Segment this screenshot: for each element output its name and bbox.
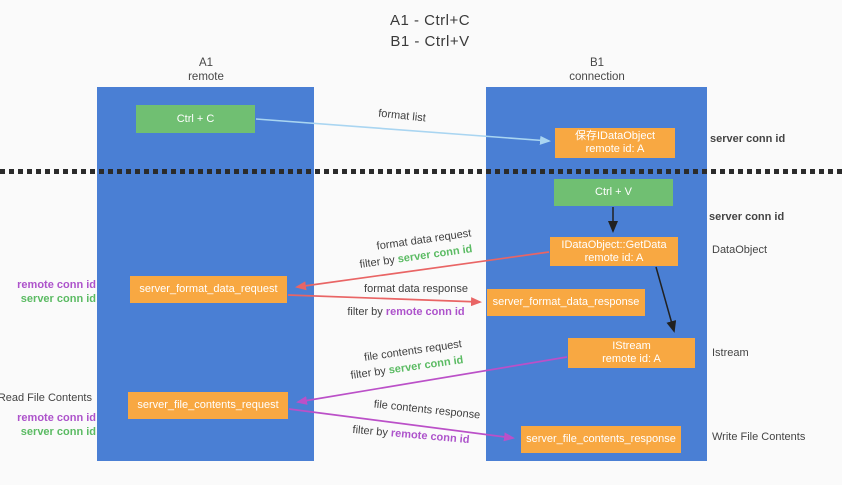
server-format-data-request-node: server_format_data_request xyxy=(130,276,287,303)
format-data-request-arrow xyxy=(295,251,550,291)
server-conn-id-label: server conn id xyxy=(20,425,96,438)
server-file-contents-request-node: server_file_contents_request xyxy=(128,392,288,419)
column-b-name: B1 xyxy=(589,57,605,69)
getdata-line2: remote id: A xyxy=(584,251,644,264)
dataobject-label: DataObject xyxy=(712,244,768,256)
diagram-title: A1 - Ctrl+C B1 - Ctrl+V xyxy=(390,10,470,52)
server-conn-id-label: server conn id xyxy=(20,292,96,305)
server-conn-id-right-label-2: server conn id xyxy=(709,211,785,223)
save-idataobject-node: 保存IDataObject remote id: A xyxy=(555,128,675,158)
save-idataobject-line1: 保存IDataObject xyxy=(574,130,656,142)
istream-side-label: Istream xyxy=(712,347,749,359)
file-contents-request-arrow xyxy=(296,356,568,405)
istream-node: IStream remote id: A xyxy=(568,338,695,368)
server-format-data-response-node: server_format_data_response xyxy=(487,289,645,316)
column-b-header: B1 connection xyxy=(569,56,625,84)
filter-by-text: filter by xyxy=(347,306,383,318)
getdata-to-istream-arrow xyxy=(655,266,677,333)
istream-line1: IStream xyxy=(612,340,651,352)
ctrl-c-node: Ctrl + C xyxy=(136,105,255,133)
write-file-contents-label: Write File Contents xyxy=(712,431,806,443)
istream-line2: remote id: A xyxy=(602,353,661,365)
conn-id-labels-left-2: remote conn id server conn id xyxy=(17,412,96,439)
file-contents-response-arrow xyxy=(288,408,515,442)
getdata-line1: IDataObject::GetData xyxy=(561,238,667,251)
column-b-subtitle: connection xyxy=(569,71,625,83)
ctrl-v-node: Ctrl + V xyxy=(554,179,673,206)
column-a-name: A1 xyxy=(198,57,214,69)
format-list-arrow xyxy=(255,118,551,145)
remote-conn-id-label: remote conn id xyxy=(17,279,96,291)
server-format-data-request-label: server_format_data_request xyxy=(139,283,278,295)
title-line-2: B1 - Ctrl+V xyxy=(390,33,470,50)
conn-id-labels-left-1: remote conn id server conn id xyxy=(17,279,96,306)
read-file-contents-label: Read File Contents xyxy=(0,392,92,404)
format-data-response-arrow xyxy=(287,294,482,307)
server-file-contents-response-label: server_file_contents_response xyxy=(526,433,676,445)
ctrl-c-label: Ctrl + C xyxy=(176,112,215,125)
title-line-1: A1 - Ctrl+C xyxy=(389,12,471,29)
server-conn-id-right-label-1: server conn id xyxy=(710,133,786,145)
server-file-contents-request-label: server_file_contents_request xyxy=(137,399,279,411)
server-file-contents-response-node: server_file_contents_response xyxy=(521,426,681,453)
server-format-data-response-label: server_format_data_response xyxy=(492,296,640,308)
idataobject-getdata-node: IDataObject::GetData remote id: A xyxy=(550,237,678,266)
format-data-response-label: format data response xyxy=(364,283,468,295)
remote-conn-id-text: remote conn id xyxy=(385,306,465,318)
ctrl-v-label: Ctrl + V xyxy=(595,186,632,198)
column-a-subtitle: remote xyxy=(188,71,224,83)
remote-conn-id-label: remote conn id xyxy=(17,412,96,424)
save-idataobject-line2: remote id: A xyxy=(585,143,645,155)
column-a-header: A1 remote xyxy=(188,56,224,84)
machine-separator-dotted-line xyxy=(0,169,842,174)
